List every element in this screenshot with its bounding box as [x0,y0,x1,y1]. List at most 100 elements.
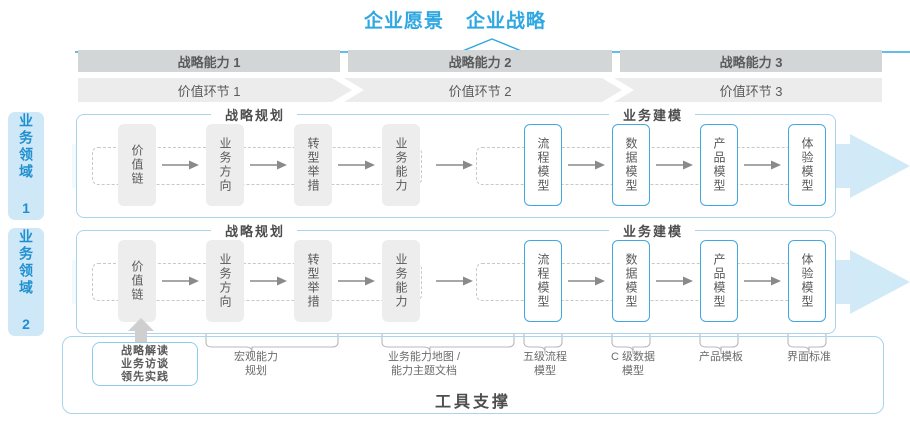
domain-tab-1-label: 业务领域 1 [18,113,34,219]
value-chain-chevron-1 [332,78,364,102]
node-label: 转型举措 [306,253,320,309]
domain-row-1: 战略规划 业务建模 价值链 业务方向 转型举措 业务能力 流程模型 数据模型 产… [72,105,910,218]
node-label: 产品模型 [712,253,726,309]
tool-label-c-level-data: C 级数据 模型 [577,350,689,378]
flow-arrow-2-6 [656,276,693,286]
node-business-capability-1[interactable]: 业务能力 [382,124,420,206]
node-data-model-2[interactable]: 数据模型 [612,240,650,322]
node-label: 价值链 [130,260,144,302]
value-chain-segment-2-label: 价值环节 2 [448,83,512,99]
callout-line-2: 业务访谈 [121,357,169,370]
domain-tab-2[interactable]: 业务领域 2 [8,228,44,336]
tool-label-line-1: 业务能力地图 / [387,351,461,363]
node-label: 体验模型 [800,253,814,309]
domain-tab-1[interactable]: 业务领域 1 [8,112,44,220]
value-chain-segment-1: 价值环节 1 [78,78,340,102]
capability-band-2: 战略能力 2 [348,50,612,72]
tool-label-line-1: 界面标准 [787,351,831,363]
tool-label-ui-standard: 界面标准 [753,350,865,364]
flow-arrow-2-5 [568,276,605,286]
flow-arrow-2-7 [744,276,781,286]
tool-label-line-1: 产品模板 [699,351,743,363]
flow-arrow-1-6 [656,160,693,170]
dashed-segment-1a [92,147,422,185]
domain-tab-2-label: 业务领域 2 [18,229,34,335]
capability-band-3-label: 战略能力 3 [719,54,783,70]
flow-arrow-2-1 [162,276,199,286]
title-vision: 企业愿景 [363,11,444,32]
tool-support-label: 工具支撑 [434,394,511,411]
node-label: 转型举措 [306,137,320,193]
capability-band-2-label: 战略能力 2 [448,54,512,70]
value-chain-band: 价值环节 1 价值环节 2 价值环节 3 [78,78,882,102]
flow-arrow-1-1 [162,160,199,170]
value-chain-segment-3: 价值环节 3 [620,78,882,102]
node-label: 业务方向 [218,253,232,309]
node-product-model-2[interactable]: 产品模型 [700,240,738,322]
tool-label-line-2: 能力主题文档 [391,365,457,377]
node-label: 业务方向 [218,137,232,193]
flow-arrow-1-2 [250,160,287,170]
flow-arrow-2-2 [250,276,287,286]
node-label: 体验模型 [800,137,814,193]
tool-support-container [62,336,884,414]
strategy-callout-arrow-icon [128,318,154,346]
node-transformation-measures-2[interactable]: 转型举措 [294,240,332,322]
tool-label-product-template: 产品模板 [665,350,777,364]
value-chain-segment-2: 价值环节 2 [348,78,612,102]
callout-line-1: 战略解读 [121,344,169,357]
domain-row-2: 战略规划 业务建模 价值链 业务方向 转型举措 业务能力 流程模型 数据模型 产… [72,221,910,334]
flow-arrow-1-5 [568,160,605,170]
node-transformation-measures-1[interactable]: 转型举措 [294,124,332,206]
node-experience-model-2[interactable]: 体验模型 [788,240,826,322]
title-strategy: 企业战略 [466,11,547,32]
flow-arrow-1-7 [744,160,781,170]
tool-label-capability-map: 业务能力地图 / 能力主题文档 [358,350,490,378]
node-label: 数据模型 [624,253,638,309]
value-chain-chevron-2 [602,78,634,102]
flow-arrow-2-3 [338,276,375,286]
value-chain-segment-3-label: 价值环节 3 [719,83,783,99]
tool-label-line-2: 规划 [245,365,267,377]
dashed-segment-2a [92,263,422,301]
tool-label-macro-capability: 宏观能力 规划 [200,350,312,378]
value-chain-band-bg [78,78,882,102]
node-business-direction-1[interactable]: 业务方向 [206,124,244,206]
tool-label-line-2: 模型 [622,365,644,377]
section-title-planning-2: 战略规划 [218,221,293,240]
page-title: 企业愿景 企业战略 [0,6,910,33]
section-title-planning-1: 战略规划 [218,105,293,124]
tool-label-line-1: 五级流程 [523,351,567,363]
node-value-chain-2[interactable]: 价值链 [118,240,156,322]
capability-band-1: 战略能力 1 [78,50,340,72]
node-product-model-1[interactable]: 产品模型 [700,124,738,206]
node-experience-model-1[interactable]: 体验模型 [788,124,826,206]
flow-arrow-1-4 [436,160,473,170]
node-process-model-2[interactable]: 流程模型 [524,240,562,322]
node-label: 业务能力 [394,253,408,309]
value-chain-segment-1-label: 价值环节 1 [177,83,241,99]
section-title-modeling-1: 业务建模 [616,105,691,124]
section-title-modeling-2: 业务建模 [616,221,691,240]
tool-label-line-2: 模型 [534,365,556,377]
node-value-chain-1[interactable]: 价值链 [118,124,156,206]
node-business-capability-2[interactable]: 业务能力 [382,240,420,322]
tool-label-line-1: 宏观能力 [234,351,278,363]
capability-band-3: 战略能力 3 [620,50,882,72]
tool-brackets [205,334,827,354]
node-label: 产品模型 [712,137,726,193]
flow-arrow-1-3 [338,160,375,170]
node-label: 数据模型 [624,137,638,193]
node-process-model-1[interactable]: 流程模型 [524,124,562,206]
node-label: 流程模型 [536,137,550,193]
callout-line-3: 领先实践 [121,370,169,383]
tool-label-line-1: C 级数据 [611,351,655,363]
flow-arrow-2-4 [436,276,473,286]
node-label: 业务能力 [394,137,408,193]
strategy-interpretation-callout[interactable]: 战略解读 业务访谈 领先实践 [92,342,198,386]
tool-label-five-level-process: 五级流程 模型 [489,350,601,378]
node-label: 流程模型 [536,253,550,309]
node-data-model-1[interactable]: 数据模型 [612,124,650,206]
node-business-direction-2[interactable]: 业务方向 [206,240,244,322]
capability-band-1-label: 战略能力 1 [177,54,241,70]
